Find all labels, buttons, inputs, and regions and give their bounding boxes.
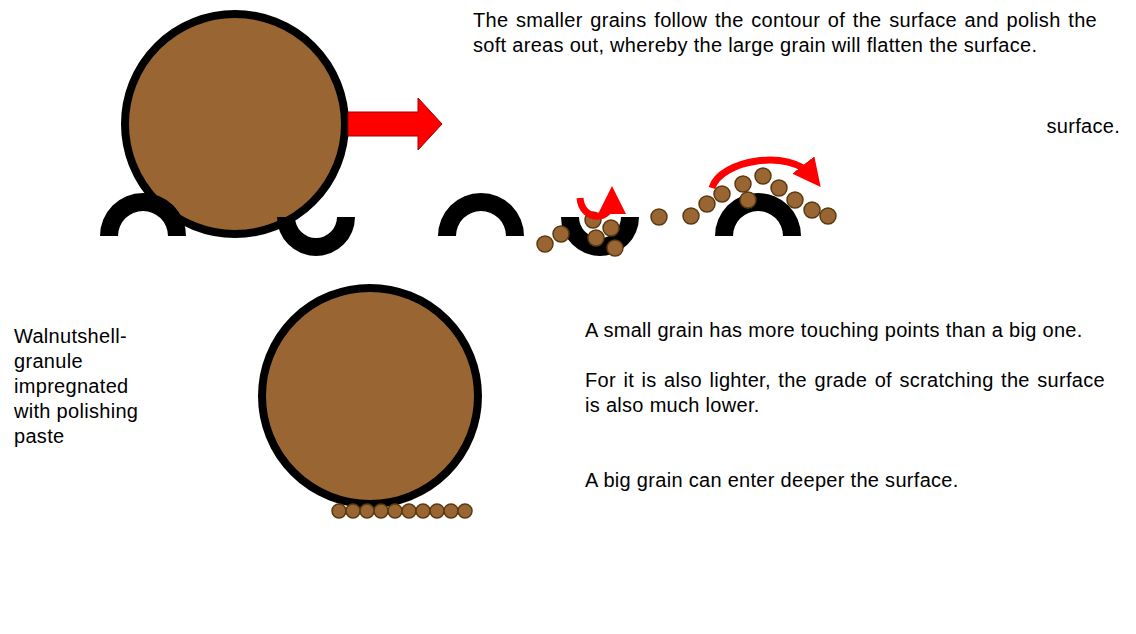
- rotation-arrow: [580, 198, 612, 216]
- explanation-note: A big grain can enter deeper the surface…: [585, 468, 1105, 493]
- motion-arrow: [348, 98, 442, 150]
- rotation-arrow: [712, 160, 812, 188]
- small-grains: [537, 168, 836, 256]
- big-grain: [262, 288, 478, 504]
- material-label: Walnutshell-granule impregnated with pol…: [14, 324, 164, 449]
- small-grain-row: [332, 504, 472, 518]
- surface-valley: [277, 217, 355, 256]
- explanation-note: A small grain has more touching points t…: [585, 318, 1105, 343]
- surface-peak: [100, 193, 186, 236]
- surface-peak: [438, 193, 524, 236]
- explanation-note: The smaller grains follow the contour of…: [473, 8, 1097, 58]
- explanation-note: For it is also lighter, the grade of scr…: [585, 368, 1105, 418]
- stray-note: surface.: [980, 114, 1120, 139]
